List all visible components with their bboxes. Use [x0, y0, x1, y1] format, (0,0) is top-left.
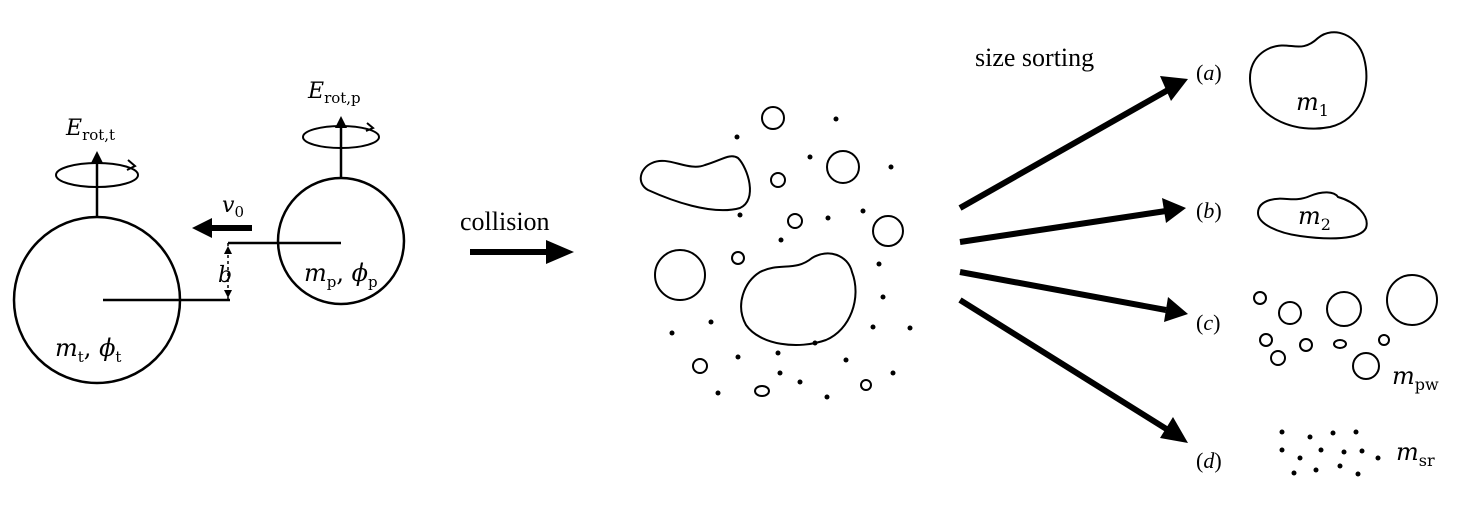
outcome-a-letter: (a) [1196, 60, 1222, 85]
sorting-arrow-c [959, 269, 1188, 322]
fragment-circle [872, 215, 904, 247]
fragment-b-shape [1256, 191, 1368, 240]
target-energy-label: Erot,t [65, 116, 115, 144]
fragment-circle [761, 106, 785, 130]
sorting-arrow-a [958, 76, 1188, 211]
target-rotation-loop [55, 162, 139, 188]
sorting-arrows [958, 76, 1188, 443]
sorting-arrow-b [959, 198, 1186, 245]
outcome-d-letter: (d) [1196, 448, 1222, 473]
fragment-a-shape [1249, 31, 1368, 130]
fragment-circle [754, 385, 770, 397]
fragment-circle [692, 358, 708, 374]
fragment-b-mass: m2 [1298, 202, 1331, 234]
collision-label: collision [460, 207, 550, 236]
impact-parameter-label: b [218, 263, 232, 288]
sorting-arrow-d [958, 297, 1188, 443]
projectile-energy-label: Erot,p [307, 79, 361, 107]
velocity-label: v0 [222, 193, 244, 221]
target-mass-label: mt, ϕt [55, 334, 121, 366]
outcome-c-letter: (c) [1196, 310, 1220, 335]
fragment-d-mass: msr [1396, 438, 1435, 470]
fragment-circle [654, 249, 706, 301]
dust-particles [669, 116, 913, 400]
outcome-b-letter: (b) [1196, 198, 1222, 223]
fragment-c-mass: mpw [1392, 362, 1439, 394]
projectile-body [228, 116, 406, 306]
fragment-c-cluster [1253, 274, 1438, 380]
target-body [12, 151, 230, 385]
fragment-circle [826, 150, 860, 184]
projectile-rotation-arrow [365, 122, 375, 132]
impact-parameter-marker [224, 243, 232, 300]
large-fragment-central [740, 252, 857, 346]
projectile-rotation-loop [302, 125, 380, 149]
projectile-mass-label: mp, ϕp [304, 259, 378, 291]
fragment-a-mass: m1 [1296, 88, 1329, 120]
projectile-spin-arrowhead [335, 116, 347, 128]
fragment-circle [860, 379, 872, 391]
size-sorting-label: size sorting [975, 43, 1094, 72]
debris-cloud [639, 106, 913, 400]
fragment-circle [731, 251, 745, 265]
fragment-circle [787, 213, 803, 229]
target-spin-arrowhead [91, 151, 103, 163]
velocity-arrow [192, 218, 252, 238]
collision-arrow [470, 240, 574, 264]
large-fragment-upper [639, 155, 751, 212]
fragment-circle [770, 172, 786, 188]
fragment-d-dust [1279, 429, 1381, 477]
target-rotation-arrow [126, 159, 137, 171]
